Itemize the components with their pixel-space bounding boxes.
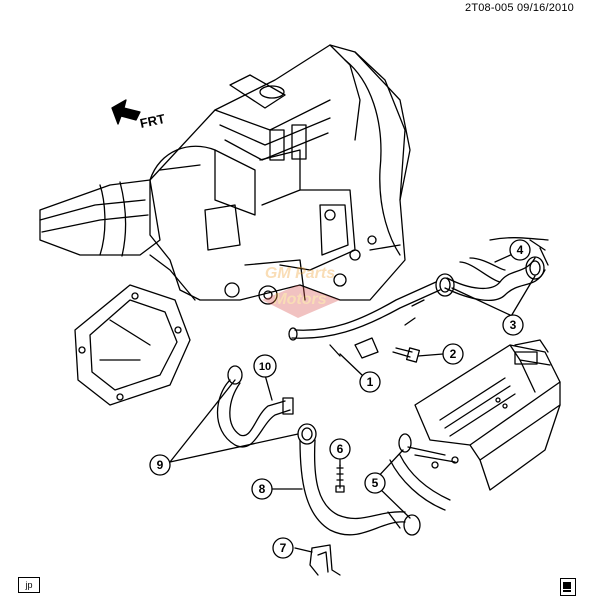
watermark-line1: GM Parts: [265, 265, 335, 282]
callout-7-label: 7: [280, 541, 287, 555]
callout-7: 7: [272, 537, 294, 559]
callout-10: 10: [253, 354, 277, 378]
screw: [335, 464, 345, 493]
callout-4-label: 4: [517, 243, 524, 257]
hose-bracket: [309, 544, 341, 576]
hose-clamp-upper-left: [435, 273, 455, 297]
heater-pipe: [288, 281, 441, 359]
callout-8: 8: [251, 478, 273, 500]
callout-8-label: 8: [259, 482, 266, 496]
heater-core-housing: [414, 339, 561, 491]
watermark-line2: Motors: [273, 291, 326, 308]
callout-6: 6: [329, 438, 351, 460]
callout-5-label: 5: [372, 476, 379, 490]
callout-1-label: 1: [367, 375, 374, 389]
engine-assembly: [149, 44, 411, 305]
callout-9-label: 9: [157, 458, 164, 472]
callout-6-label: 6: [337, 442, 344, 456]
outlet-hose: [297, 423, 421, 536]
front-direction-indicator: [111, 99, 141, 125]
callout-5: 5: [364, 472, 386, 494]
corner-tag: jp: [18, 577, 40, 593]
front-direction-label: FRT: [139, 111, 167, 131]
bolt: [392, 347, 421, 363]
inlet-hose: [444, 237, 549, 301]
callout-2-label: 2: [450, 347, 457, 361]
callout-9: 9: [149, 454, 171, 476]
document-id: 2T08-005 09/16/2010: [465, 2, 574, 14]
callout-2: 2: [442, 343, 464, 365]
callout-1: 1: [359, 371, 381, 393]
bypass-hose: [216, 365, 294, 448]
callout-4: 4: [509, 239, 531, 261]
callout-3: 3: [502, 314, 524, 336]
callout-3-label: 3: [510, 318, 517, 332]
leader-lines: [169, 252, 536, 553]
watermark: GM Parts Motors: [262, 265, 340, 318]
callout-10-label: 10: [259, 361, 271, 373]
gasket-plate: [74, 284, 191, 406]
return-hose: [389, 433, 459, 511]
callout-markers: 1 2 3 4 5 6 7 8: [149, 239, 531, 559]
transmission-assembly: [39, 145, 216, 301]
printer-icon[interactable]: [560, 578, 576, 596]
hose-clamp-upper-right: [525, 256, 545, 280]
